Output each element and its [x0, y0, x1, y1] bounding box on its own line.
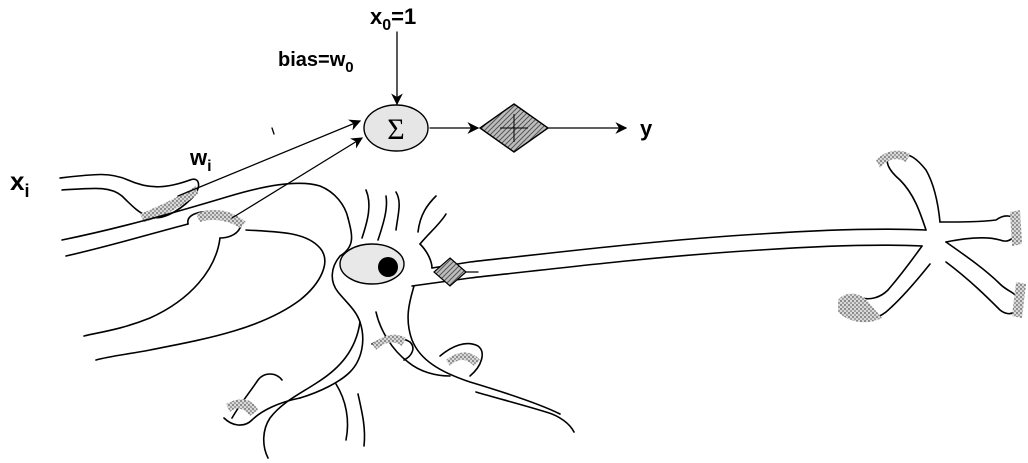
- weight-label: wi: [189, 145, 212, 175]
- bias-input-label: x0=1: [370, 4, 416, 34]
- stray-mark: [272, 128, 274, 134]
- summation-symbol: Σ: [387, 113, 404, 146]
- axon-terminal-lowright: [946, 242, 1018, 314]
- perceptron-model: Σ y xi wi x0=1 bias=w0: [10, 4, 653, 218]
- dendrite-2: [84, 238, 220, 336]
- dendrite-low-1b: [264, 322, 360, 458]
- dendrite-1-bottom: [66, 224, 188, 256]
- synapse-cleft-5: [446, 353, 480, 367]
- dendrite-low-2: [232, 374, 282, 418]
- terminal-cleft-right: [1010, 210, 1022, 246]
- dendrite-top-4: [418, 196, 436, 232]
- axon-terminal-top: [887, 154, 940, 230]
- dendrite-low-6: [476, 392, 574, 432]
- input-label: xi: [10, 166, 29, 201]
- dendrite-low-3: [336, 384, 365, 446]
- dendrite-top-3: [396, 192, 399, 230]
- bias-label: bias=w0: [278, 49, 354, 76]
- dendrite-top-1: [362, 190, 369, 238]
- output-label: y: [640, 116, 653, 141]
- dendrite-top-2: [378, 196, 387, 240]
- dendrite-2-inner: [96, 230, 325, 360]
- synapse-cleft-2: [196, 210, 246, 228]
- synapse-cleft-4: [372, 335, 406, 350]
- terminal-cleft-top: [876, 151, 910, 168]
- axon-terminal-right: [940, 216, 1016, 242]
- biological-neuron: [60, 151, 1026, 458]
- filled-circle-icon: [378, 257, 398, 277]
- axon-top: [432, 229, 926, 268]
- terminal-cleft-lowright: [1012, 282, 1026, 318]
- axon-bottom: [412, 245, 922, 286]
- input-fiber-top: [60, 175, 190, 187]
- synapse-cleft-3: [226, 399, 258, 416]
- dendrite-top-5: [420, 214, 446, 244]
- input-fiber-bottom: [62, 188, 148, 216]
